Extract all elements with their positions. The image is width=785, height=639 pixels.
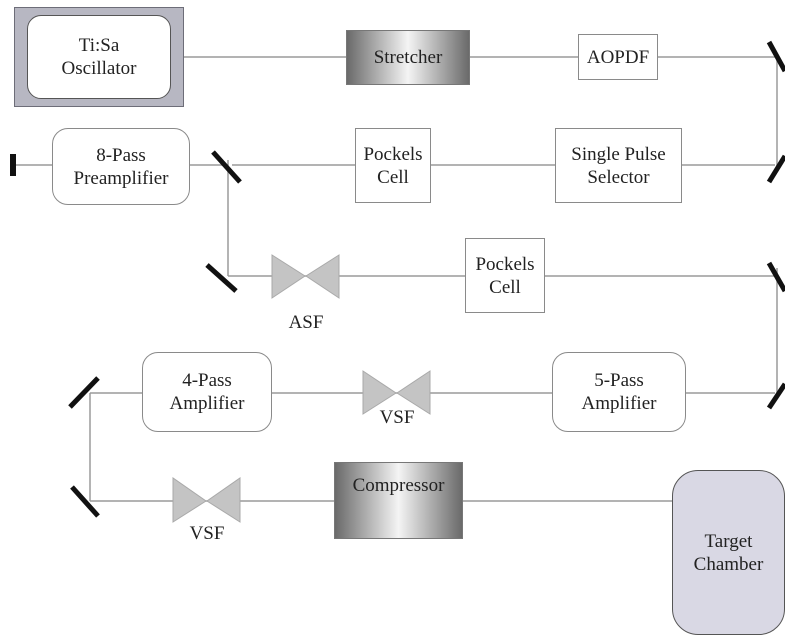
- mirror-icon: [766, 261, 785, 293]
- oscillator-label-line1: Ti:Sa: [78, 35, 120, 56]
- beam-dump-icon: [10, 154, 16, 176]
- pockels-cell-box: Pockels Cell: [355, 128, 431, 203]
- mirror-icon: [68, 376, 100, 409]
- stretcher-label: Stretcher: [373, 47, 443, 68]
- target-chamber-box: Target Chamber: [672, 470, 785, 635]
- asf-label: ASF: [288, 312, 324, 333]
- oscillator-label-line2: Oscillator: [61, 58, 137, 79]
- mirror-icon: [211, 150, 242, 184]
- amp5-label-line1: 5-Pass: [594, 370, 644, 391]
- oscillator-inner: Ti:Sa Oscillator: [27, 15, 171, 99]
- asf-filter-icon: [271, 254, 306, 299]
- pockels-cell-label-line2: Cell: [377, 166, 409, 188]
- single-pulse-selector-box: Single Pulse Selector: [555, 128, 682, 203]
- stretcher-box: Stretcher: [346, 30, 470, 85]
- five-pass-amplifier-box: 5-Pass Amplifier: [552, 352, 686, 432]
- preamplifier-box: 8-Pass Preamplifier: [52, 128, 190, 205]
- mirror-icon: [70, 485, 100, 518]
- preamplifier-label-line1: 8-Pass: [96, 144, 146, 166]
- selector-label-line2: Selector: [587, 166, 650, 188]
- vsf2-filter-icon: [172, 477, 207, 523]
- vsf2-filter-icon: [206, 477, 241, 523]
- selector-label-line1: Single Pulse: [571, 143, 666, 165]
- vsf1-filter-icon: [396, 370, 431, 415]
- oscillator-box: Ti:Sa Oscillator: [14, 7, 184, 107]
- pockels-cell-label-line1: Pockels: [363, 143, 423, 165]
- mirror-icon: [766, 40, 785, 73]
- preamplifier-label-line2: Preamplifier: [73, 167, 169, 189]
- amp4-label-line1: 4-Pass: [182, 370, 232, 391]
- pockels-cell-box: Pockels Cell: [465, 238, 545, 313]
- aopdf-label: AOPDF: [586, 46, 650, 68]
- pockels-cell-label-line2: Cell: [489, 276, 521, 298]
- target-chamber-label-line2: Chamber: [693, 553, 764, 575]
- amp4-label-line2: Amplifier: [169, 393, 245, 414]
- mirror-icon: [205, 263, 238, 293]
- vsf1-filter-icon: [362, 370, 397, 415]
- four-pass-amplifier-box: 4-Pass Amplifier: [142, 352, 272, 432]
- vsf-label: VSF: [189, 523, 225, 544]
- compressor-label: Compressor: [352, 475, 445, 496]
- aopdf-box: AOPDF: [578, 34, 658, 80]
- mirror-icon: [766, 382, 785, 410]
- compressor-box: Compressor: [334, 462, 463, 539]
- amp5-label-line2: Amplifier: [581, 393, 657, 414]
- vsf-label: VSF: [379, 407, 415, 428]
- mirror-icon: [766, 154, 785, 184]
- asf-filter-icon: [305, 254, 340, 299]
- pockels-cell-label-line1: Pockels: [475, 253, 535, 275]
- target-chamber-label-line1: Target: [704, 530, 753, 552]
